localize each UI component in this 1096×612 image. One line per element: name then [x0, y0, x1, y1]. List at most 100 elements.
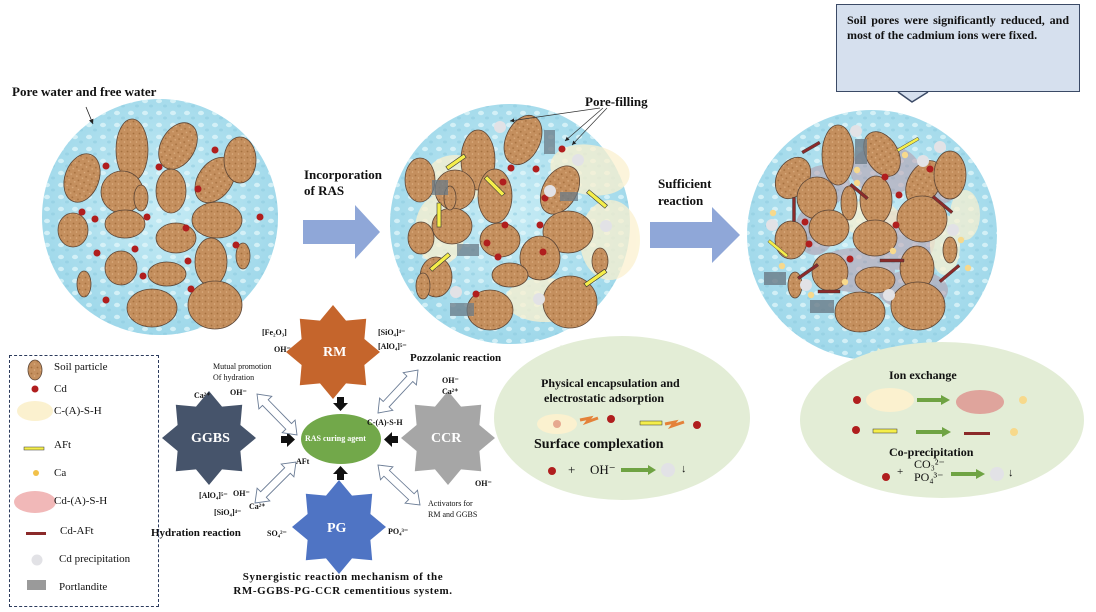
ca-ion [853, 166, 861, 174]
soil-particle [821, 124, 855, 186]
aft-crystal [583, 268, 608, 288]
soil-particle [191, 201, 243, 239]
soil-particle [942, 236, 958, 264]
cd-ion [102, 162, 110, 170]
pore-filling-pointers [509, 107, 608, 146]
cd-ion [483, 239, 491, 247]
precipitate-down-arrow-2: ↓ [1008, 467, 1014, 479]
legend-ca: Ca [54, 467, 67, 479]
ca-ion [841, 278, 849, 286]
cd-ion [926, 165, 934, 173]
cd-ion [801, 218, 809, 226]
soil-particle [415, 272, 431, 300]
ca-ion [778, 262, 786, 270]
carbonate-phosphate: CO₃²⁻ PO₄³⁻ [914, 458, 945, 484]
legend-icons [14, 359, 56, 590]
rm-star [286, 305, 380, 399]
soil-particle [57, 212, 89, 248]
legend-cd-aft: Cd-AFt [60, 525, 94, 537]
surface-complexation-title: Surface complexation [534, 437, 664, 452]
ggbs-star [162, 391, 256, 485]
ion-oh-ccr: OH⁻ [442, 376, 459, 385]
cd-ion [143, 213, 151, 221]
soil-particle [863, 131, 901, 177]
cd-precipitate [766, 219, 778, 231]
cd-ion [184, 257, 192, 265]
ras-curing-agent-label: RAS curing agent [305, 434, 366, 443]
soil-particle [147, 261, 187, 287]
ion-po4: PO₄³⁻ [388, 527, 409, 536]
pore-water-label: Pore water and free water [12, 84, 157, 99]
cd-ion [93, 249, 101, 257]
ca-ion [889, 247, 897, 255]
aft-crystal [586, 189, 608, 209]
ca-ion [957, 236, 965, 244]
soil-particle [491, 262, 529, 288]
aft-crystal [767, 239, 789, 258]
ion-alo4-rm: [AlO₄]⁵⁻ [378, 342, 407, 351]
cd-aft-crystal [931, 195, 954, 214]
soil-particle [591, 247, 609, 275]
ion-so4: SO₄²⁻ [267, 529, 287, 538]
portlandite [764, 272, 786, 285]
soil-particle [155, 168, 187, 214]
soil-particle [834, 291, 886, 333]
cd-precipitate [450, 286, 462, 298]
portlandite [544, 130, 555, 154]
cd-precipitate [572, 154, 584, 166]
pg-star [292, 480, 386, 574]
aft-crystal [896, 136, 920, 153]
ggbs-label: GGBS [191, 431, 230, 446]
cd-ion [187, 285, 195, 293]
aft-crystal [445, 153, 467, 171]
aft-crystal [483, 175, 506, 197]
bubble-ion-exchange [800, 342, 1084, 498]
soil-particle [104, 209, 146, 239]
soil-particle [933, 150, 967, 200]
portlandite [855, 139, 867, 164]
cd-ion [558, 145, 566, 153]
sufficient-reaction-label: Sufficient reaction [658, 175, 711, 209]
soil-particle [477, 168, 513, 224]
cd-aft-crystal [797, 263, 819, 280]
legend-cd: Cd [54, 383, 67, 395]
ion-ca-bottom: Ca²⁺ [249, 502, 266, 511]
cd-ion [211, 146, 219, 154]
soil-particle [407, 221, 435, 255]
black-arrows [281, 397, 398, 480]
soil-particle [223, 136, 257, 184]
precipitate-down-arrow: ↓ [681, 463, 687, 475]
cd-ion [499, 178, 507, 186]
double-arrows [254, 369, 421, 506]
cd-ion [139, 272, 147, 280]
po4-ion: PO₄³⁻ [914, 470, 944, 484]
soil-particle [503, 114, 543, 166]
cd-ion [846, 255, 854, 263]
cd-ion [895, 191, 903, 199]
cd-aft-crystal [801, 140, 821, 155]
ion-exchange-title: Ion exchange [889, 368, 957, 382]
soil-particle [126, 288, 178, 328]
cd-ion [805, 240, 813, 248]
sufficient-text: Sufficient [658, 176, 712, 191]
ion-sio4-bottom: [SiO₄]⁴⁻ [214, 508, 242, 517]
ion-fe2o3: [Fe₂O₃] [262, 328, 287, 337]
rm-ggbs-text: RM and GGBS [428, 510, 478, 519]
ion-oh-bottom: OH⁻ [233, 489, 250, 498]
cd-ion [494, 253, 502, 261]
result-note: Soil pores were significantly reduced, a… [836, 4, 1080, 92]
soil-particle [158, 122, 198, 170]
co3-ion: CO₃²⁻ [914, 457, 945, 471]
cd-aft-crystal [938, 264, 961, 283]
arrow-sufficient-reaction [650, 207, 740, 263]
soil-particle [194, 237, 228, 287]
soil-particle [808, 209, 850, 247]
ion-alo4-bottom: [AlO₄]⁵⁻ [199, 491, 228, 500]
mechanism-caption: Synergistic reaction mechanism of the RM… [218, 570, 468, 598]
pg-label: PG [327, 521, 347, 536]
soil-particle [852, 219, 898, 257]
bubble-encapsulation [494, 336, 750, 500]
ca-ion [853, 179, 861, 187]
pozzolanic-reaction-label: Pozzolanic reaction [410, 352, 502, 364]
soil-particle [896, 195, 948, 243]
